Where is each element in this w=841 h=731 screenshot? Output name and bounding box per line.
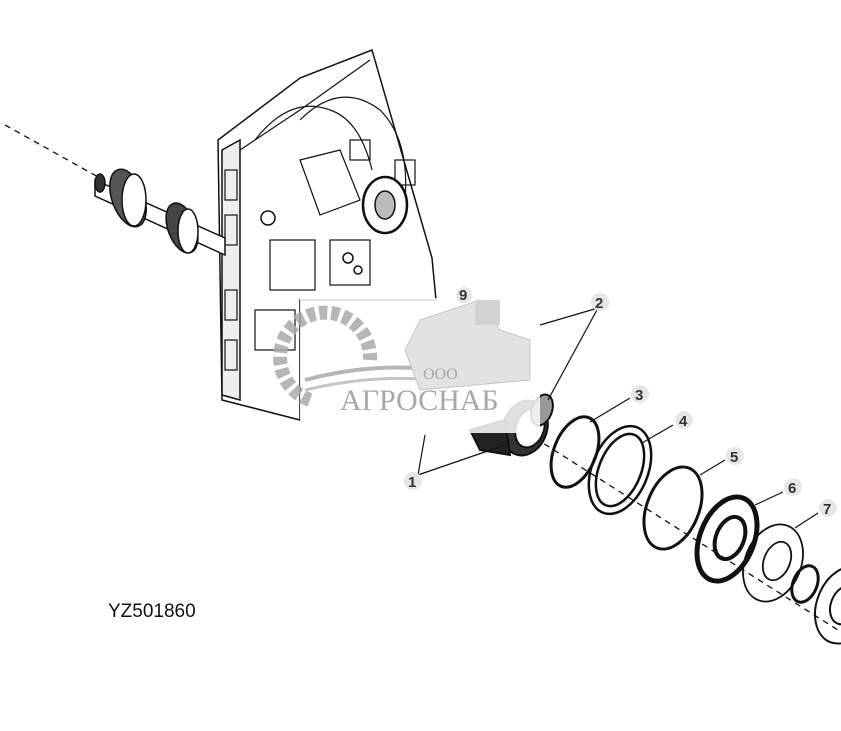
transmission-housing: [217, 49, 437, 421]
figure-id: YZ501860: [108, 601, 196, 622]
svg-text:1: 1: [408, 474, 416, 491]
watermark-name: АГРОСНАБ: [340, 384, 499, 417]
ring-5: [642, 465, 704, 551]
callout-3: 3: [631, 385, 649, 404]
callout-9: 9: [456, 287, 472, 304]
watermark-prefix: ООО: [423, 366, 458, 383]
callout-5: 5: [726, 447, 744, 466]
callout-2: 2: [591, 293, 609, 312]
callout-4: 4: [675, 411, 693, 430]
ring-7-inner: [761, 540, 793, 582]
callout-7: 7: [819, 499, 837, 518]
ring-6-outer: [694, 494, 760, 584]
ring-9-inner: [829, 584, 841, 626]
ring-6-inner: [712, 514, 748, 562]
svg-text:2: 2: [595, 295, 603, 312]
rings: [549, 415, 841, 645]
ring-9-outer: [814, 565, 841, 645]
ring-4-inner: [594, 432, 646, 508]
callout-6: 6: [784, 478, 802, 497]
svg-text:6: 6: [788, 480, 796, 497]
ring-8: [790, 564, 820, 604]
callout-1: 1: [404, 472, 422, 491]
watermark-logo: ООО АГРОСНАБ: [273, 298, 540, 433]
svg-text:5: 5: [730, 449, 738, 466]
svg-text:4: 4: [679, 413, 688, 430]
shaft-assembly: [94, 168, 226, 257]
callouts: 1 2 3 4 5 6 7 9: [404, 287, 837, 518]
svg-text:3: 3: [635, 387, 643, 404]
svg-text:9: 9: [459, 287, 467, 304]
leader-lines: [417, 307, 819, 529]
svg-text:7: 7: [823, 501, 831, 518]
ring-4-outer: [587, 424, 653, 516]
